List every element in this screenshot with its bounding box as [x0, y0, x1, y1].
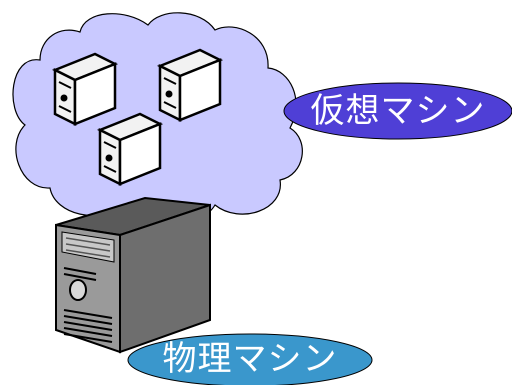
virtual-server-icon [96, 112, 164, 187]
cloud-shape [12, 12, 303, 227]
virtual-machine-label-bg [283, 82, 512, 140]
physical-machine-label-bg [127, 333, 373, 385]
physical-server-icon [55, 196, 211, 354]
physical-machine-label: 物理マシン [162, 339, 338, 379]
virtual-machine-label: 仮想マシン [310, 91, 486, 131]
virtual-server-icon [156, 48, 224, 123]
virtual-server-icon [51, 52, 119, 127]
